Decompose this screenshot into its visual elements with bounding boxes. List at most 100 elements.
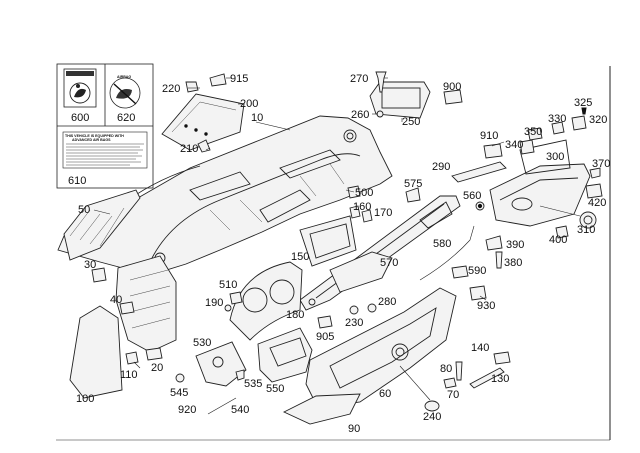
steering-column-cover	[257, 327, 313, 383]
part-label-320: 320	[589, 114, 607, 126]
part-label-190: 190	[205, 297, 223, 309]
speaker-bracket	[161, 93, 245, 151]
clip-390-icon	[485, 235, 503, 251]
clip-575-icon	[405, 187, 421, 203]
part-label-920: 920	[178, 404, 196, 416]
part-label-70: 70	[447, 389, 459, 401]
part-label-500: 500	[355, 187, 373, 199]
advanced-airbag-info-card: THIS VEHICLE IS EQUIPPED WITH ADVANCED A…	[62, 131, 148, 169]
part-label-610: 610	[68, 175, 86, 187]
clip-210-icon	[197, 139, 211, 153]
screw-545-icon	[175, 373, 185, 383]
clip-915-icon	[209, 73, 227, 87]
clip-900-icon	[443, 89, 463, 105]
switch-320-icon	[571, 115, 587, 131]
screw-400-icon	[555, 225, 569, 239]
part-label-550: 550	[266, 383, 284, 395]
clip-30-icon	[91, 267, 107, 283]
part-label-290: 290	[432, 161, 450, 173]
part-label-250: 250	[402, 116, 420, 128]
light-switch-panel	[195, 341, 247, 387]
no-child-seat-sticker-icon: AIRBAG	[109, 75, 141, 109]
part-label-620: 620	[117, 112, 135, 124]
part-label-350: 350	[524, 126, 542, 138]
part-label-540: 540	[231, 404, 249, 416]
clip-170-icon	[361, 209, 373, 223]
part-label-580: 580	[433, 238, 451, 250]
part-label-160: 160	[353, 201, 371, 213]
part-label-370: 370	[592, 158, 610, 170]
clip-330-icon	[551, 121, 565, 135]
part-label-80: 80	[440, 363, 452, 375]
part-label-180: 180	[286, 309, 304, 321]
bolt-560-icon	[475, 201, 485, 211]
clip-70-icon	[443, 377, 457, 389]
part-label-600: 600	[71, 112, 89, 124]
strip-130-icon	[469, 367, 505, 389]
part-label-930: 930	[477, 300, 495, 312]
part-label-560: 560	[463, 190, 481, 202]
center-screen-frame	[299, 215, 357, 267]
clip-905-icon	[317, 315, 333, 329]
part-label-210: 210	[180, 143, 198, 155]
switch-340-icon	[519, 139, 535, 155]
clip-40-icon	[119, 301, 135, 315]
part-label-510: 510	[219, 279, 237, 291]
part-label-100: 100	[76, 393, 94, 405]
part-label-220: 220	[162, 83, 180, 95]
clip-140-icon	[493, 351, 511, 365]
ring-240-icon	[399, 365, 440, 412]
part-label-905: 905	[316, 331, 334, 343]
clip-220-icon	[185, 81, 199, 93]
screw-80-icon	[455, 361, 463, 381]
lower-console-90	[282, 393, 361, 425]
part-number-labels: 10 20 30 40 50 60 70 80 90 100 110 130 1…	[68, 73, 610, 435]
part-label-50: 50	[78, 204, 90, 216]
part-label-280: 280	[378, 296, 396, 308]
part-label-330: 330	[548, 113, 566, 125]
side-cover-panel	[63, 189, 141, 261]
part-label-150: 150	[291, 251, 309, 263]
part-label-310: 310	[577, 224, 595, 236]
part-label-325: 325	[574, 97, 592, 109]
part-label-400: 400	[549, 234, 567, 246]
part-label-535: 535	[244, 378, 262, 390]
clip-535-icon	[235, 369, 245, 381]
trim-strip-290	[451, 161, 507, 183]
part-label-910: 910	[480, 130, 498, 142]
part-label-420: 420	[588, 197, 606, 209]
knob-310-icon	[539, 205, 597, 229]
bracket-510-icon	[229, 291, 243, 305]
part-label-915: 915	[230, 73, 248, 85]
card-line-1: THIS VEHICLE IS EQUIPPED WITH	[65, 134, 124, 138]
part-label-575: 575	[404, 178, 422, 190]
button-350-icon	[527, 127, 543, 141]
clip-230-icon	[349, 305, 359, 315]
card-line-2: ADVANCED AIR BAGS	[72, 138, 111, 142]
clip-420-icon	[585, 183, 603, 199]
part-label-390: 390	[506, 239, 524, 251]
part-label-340: 340	[505, 139, 523, 151]
part-label-530: 530	[193, 337, 211, 349]
part-label-200: 200	[240, 98, 258, 110]
part-label-300: 300	[546, 151, 564, 163]
cable-580	[419, 225, 475, 281]
clip-110-icon	[125, 351, 139, 365]
screw-190-icon	[224, 304, 232, 312]
part-label-380: 380	[504, 257, 522, 269]
part-label-110: 110	[120, 369, 138, 381]
airbag-text: AIRBAG	[117, 75, 131, 79]
bolt-380-icon	[495, 251, 503, 269]
part-label-545: 545	[170, 387, 188, 399]
part-label-170: 170	[374, 207, 392, 219]
cable-540	[207, 397, 237, 415]
airbag-warning-sticker-icon	[63, 68, 97, 108]
clip-160-icon	[349, 205, 361, 219]
label-box: AIRBAG THIS VEHICLE IS EQUIPPED WITH ADV…	[56, 63, 154, 189]
leader-lines	[93, 77, 505, 369]
part-label-20: 20	[151, 362, 163, 374]
clip-20-icon	[145, 347, 163, 361]
part-label-140: 140	[471, 342, 489, 354]
part-label-240: 240	[423, 411, 441, 423]
